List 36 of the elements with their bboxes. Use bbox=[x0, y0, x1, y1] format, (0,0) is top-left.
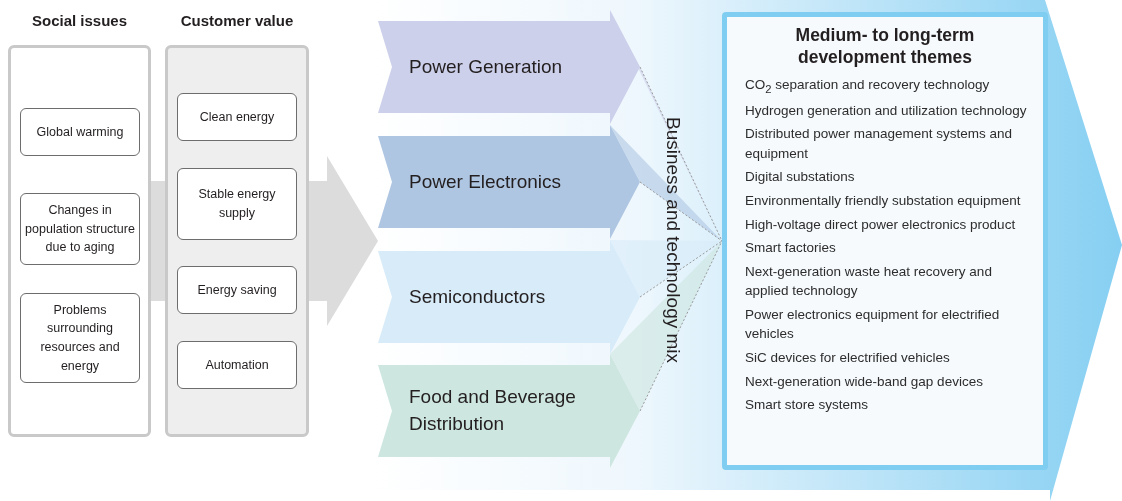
item-box: Changes in population structure due to aging bbox=[20, 193, 140, 265]
theme-item: CO$_{2}$ separation and recovery technology bbox=[745, 75, 991, 97]
item-box: Energy saving bbox=[177, 266, 297, 314]
theme-item: Distributed power management systems and equipment bbox=[745, 125, 1014, 163]
item-box: Problems surrounding resources and energy bbox=[20, 293, 140, 383]
item-box: Automation bbox=[177, 341, 297, 389]
business-segment-label: Power Generation bbox=[409, 54, 563, 79]
block-arrow bbox=[309, 156, 378, 326]
segment-banner bbox=[378, 354, 640, 468]
column-heading: Customer value bbox=[179, 12, 295, 29]
dotted-connector bbox=[639, 66, 723, 242]
business-segment-label: Food and Beverage Distribution bbox=[409, 385, 577, 436]
theme-item: Hydrogen generation and utilization technology bbox=[745, 101, 1028, 120]
block-arrow bbox=[151, 181, 165, 301]
dotted-connector bbox=[639, 181, 723, 242]
card-heading: Medium- to long-term development themes bbox=[794, 25, 976, 69]
dotted-connector bbox=[639, 240, 723, 298]
theme-item: Next-generation wide-band gap devices bbox=[745, 372, 984, 391]
theme-item: High-voltage direct power electronics product bbox=[745, 215, 1017, 234]
theme-item: Power electronics equipment for electrified vehicles bbox=[745, 305, 1001, 344]
theme-item: SiC devices for electrified vehicles bbox=[745, 348, 951, 367]
item-box: Clean energy bbox=[177, 93, 297, 141]
business-segment-label: Power Electronics bbox=[409, 169, 562, 194]
dotted-connector bbox=[639, 240, 723, 412]
business-segment-label: Semiconductors bbox=[409, 284, 546, 309]
segment-banner bbox=[378, 10, 640, 124]
item-box: Stable energy supply bbox=[177, 168, 297, 240]
theme-item: Next-generation waste heat recovery and applied technology bbox=[745, 262, 993, 301]
theme-item: Digital substations bbox=[745, 168, 856, 187]
item-box: Global warming bbox=[20, 108, 140, 156]
theme-item: Smart factories bbox=[745, 239, 837, 258]
theme-item: Smart store systems bbox=[745, 396, 870, 415]
rotated-label: Business and technology mix bbox=[662, 115, 685, 366]
themes-card bbox=[722, 12, 1048, 470]
column-heading: Social issues bbox=[30, 12, 129, 29]
theme-item: Environmentally friendly substation equipment bbox=[745, 192, 1022, 210]
